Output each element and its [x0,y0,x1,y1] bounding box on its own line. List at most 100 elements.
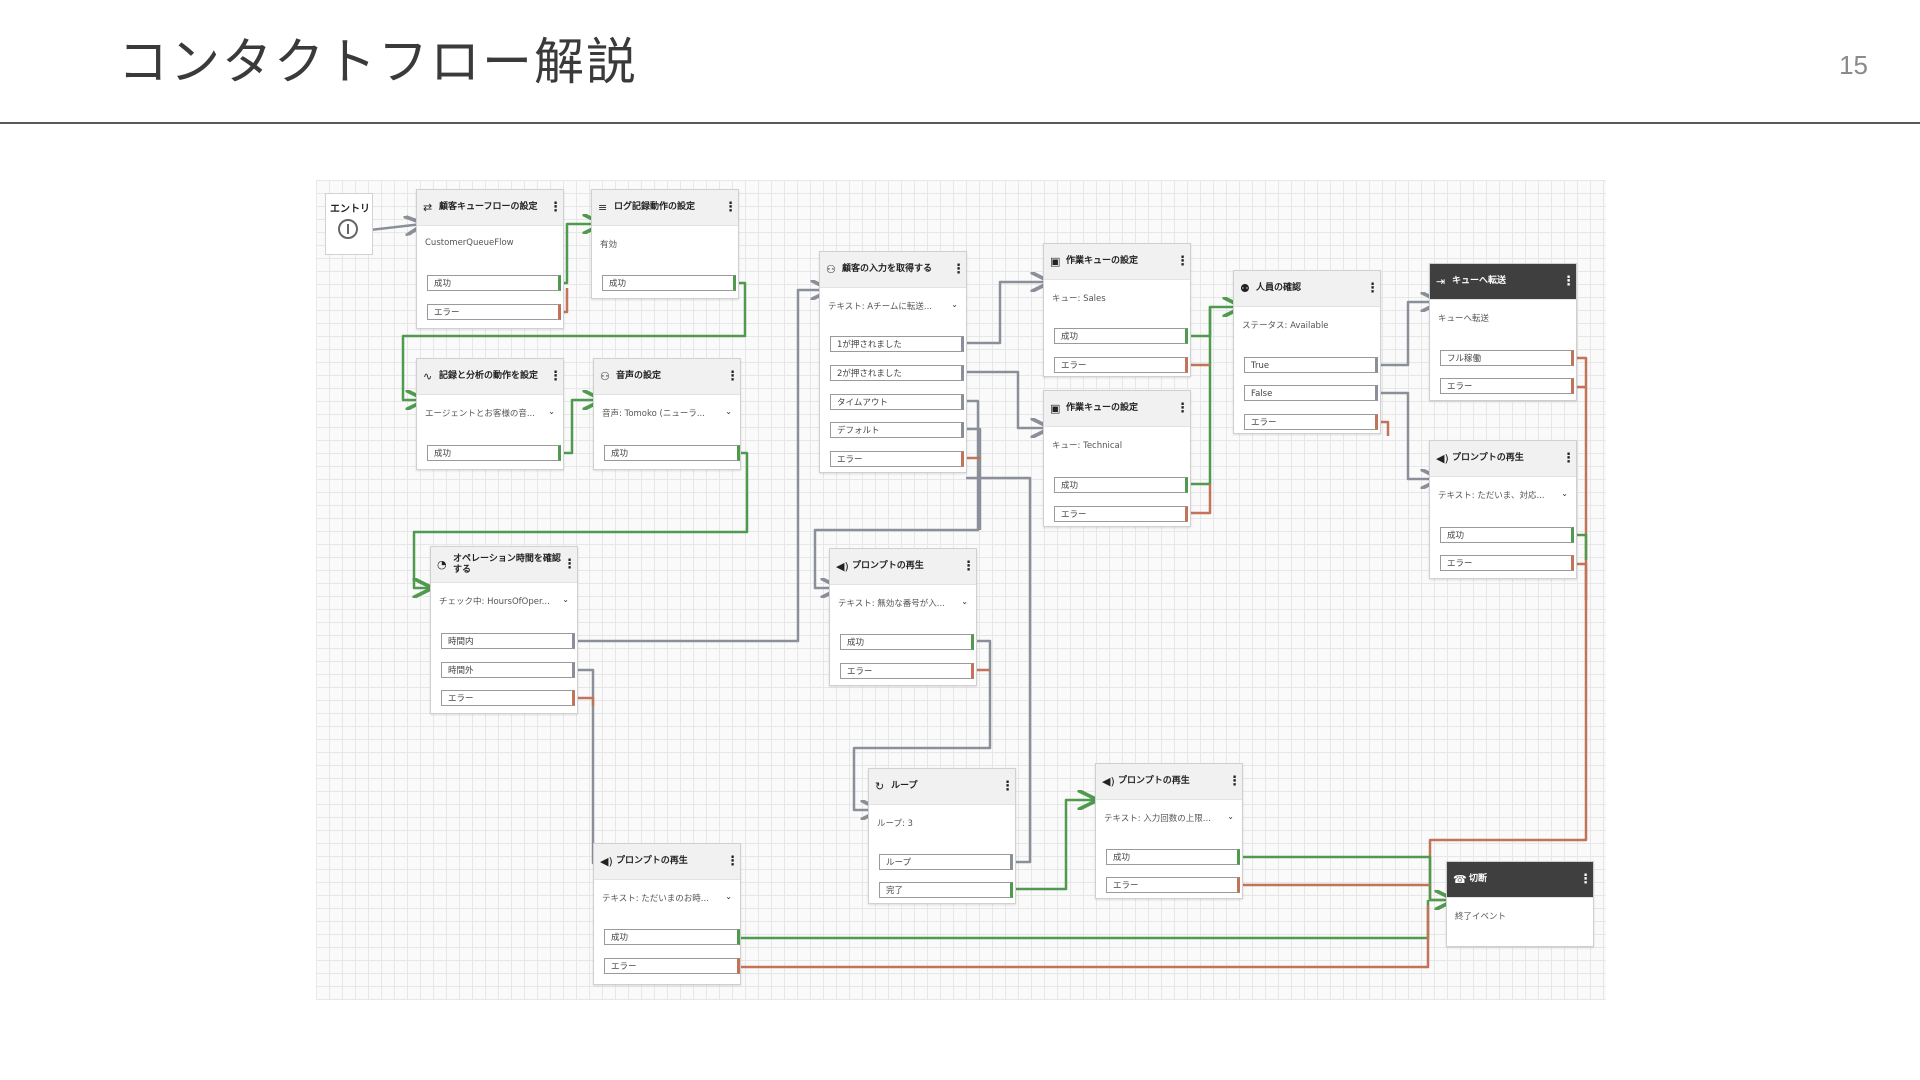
branch-success[interactable]: 成功 [427,275,561,291]
entry-label: エントリ [330,204,370,215]
branch-false[interactable]: False [1244,385,1378,401]
block-subtitle: テキスト: ただいまのお時... [602,894,709,904]
branch-in-hours[interactable]: 時間内 [441,633,575,649]
branch-error[interactable]: エラー [1440,555,1574,571]
block-play-prompt-closed[interactable]: ◀)プロンプトの再生⋮ テキスト: ただいまのお時...⌄ 成功 エラー [593,843,741,985]
block-title: プロンプトの再生 [1118,776,1190,786]
branch-timeout[interactable]: タイムアウト [830,394,964,410]
block-subtitle: キュー: Sales [1052,294,1106,304]
branch-pressed-1[interactable]: 1が押されました [830,336,964,352]
block-disconnect[interactable]: ☎切断⋮ 終了イベント [1446,861,1594,947]
chevron-down-icon[interactable]: ⌄ [1227,812,1234,821]
block-set-customer-queue-flow[interactable]: ⇄顧客キューフローの設定⋮ CustomerQueueFlow 成功 エラー [416,189,564,329]
block-title: ループ [891,781,918,791]
block-set-logging[interactable]: ≡ログ記録動作の設定⋮ 有効 成功 [591,189,739,299]
branch-error[interactable]: エラー [1244,414,1378,430]
branch-error[interactable]: エラー [1054,506,1188,522]
branch-error[interactable]: エラー [441,690,575,706]
speaker-icon: ◀) [836,560,849,573]
branch-error[interactable]: エラー [830,451,964,467]
chevron-down-icon[interactable]: ⌄ [725,892,732,901]
branch-success[interactable]: 成功 [840,634,974,650]
hangup-icon: ☎ [1453,873,1467,886]
block-title: プロンプトの再生 [616,856,688,866]
block-set-working-queue-technical[interactable]: ▣作業キューの設定⋮ キュー: Technical 成功 エラー [1043,390,1191,527]
block-subtitle: キューへ転送 [1438,314,1490,324]
kebab-menu-icon[interactable]: ⋮ [724,200,737,215]
kebab-menu-icon[interactable]: ⋮ [1176,401,1189,416]
block-title: プロンプトの再生 [852,561,924,571]
branch-error[interactable]: エラー [604,958,740,974]
voice-icon: ⚇ [600,370,610,383]
branch-true[interactable]: True [1244,357,1378,373]
block-title: 作業キューの設定 [1066,403,1139,413]
block-play-prompt-invalid[interactable]: ◀)プロンプトの再生⋮ テキスト: 無効な番号が入...⌄ 成功 エラー [829,548,977,686]
block-check-hours[interactable]: ◔オペレーション時間を確認する⋮ チェック中: HoursOfOper...⌄ … [430,546,578,714]
branch-at-capacity[interactable]: フル稼働 [1440,350,1574,366]
block-check-staffing[interactable]: ⚉人員の確認⋮ ステータス: Available True False エラー [1233,270,1381,434]
branch-error[interactable]: エラー [840,663,974,679]
branch-pressed-2[interactable]: 2が押されました [830,365,964,381]
branch-success[interactable]: 成功 [427,445,561,461]
kebab-menu-icon[interactable]: ⋮ [563,557,576,572]
branch-success[interactable]: 成功 [1054,477,1188,493]
branch-error[interactable]: エラー [1106,877,1240,893]
title-divider [0,122,1920,124]
chevron-down-icon[interactable]: ⌄ [961,597,968,606]
branch-success[interactable]: 成功 [602,275,736,291]
block-set-voice[interactable]: ⚇音声の設定⋮ 音声: Tomoko (ニューラ...⌄ 成功 [593,358,741,470]
entry-point[interactable]: エントリ [325,193,373,255]
branch-success[interactable]: 成功 [1440,527,1574,543]
block-title: キューへ転送 [1452,276,1507,286]
chevron-down-icon[interactable]: ⌄ [562,595,569,604]
branch-complete[interactable]: 完了 [879,882,1013,898]
block-subtitle: ループ: 3 [877,819,913,829]
block-play-prompt-busy[interactable]: ◀)プロンプトの再生⋮ テキスト: ただいま、対応...⌄ 成功 エラー [1429,440,1577,579]
kebab-menu-icon[interactable]: ⋮ [726,369,739,384]
chevron-down-icon[interactable]: ⌄ [725,407,732,416]
branch-error[interactable]: エラー [1440,378,1574,394]
chevron-down-icon[interactable]: ⌄ [548,407,555,416]
user-queue-icon: ⇄ [423,201,433,214]
kebab-menu-icon[interactable]: ⋮ [726,854,739,869]
input-icon: ⚇ [826,263,836,276]
branch-success[interactable]: 成功 [1054,328,1188,344]
kebab-menu-icon[interactable]: ⋮ [1562,451,1575,466]
block-title: プロンプトの再生 [1452,453,1524,463]
chevron-down-icon[interactable]: ⌄ [951,300,958,309]
branch-success[interactable]: 成功 [604,445,740,461]
block-get-customer-input[interactable]: ⚇顧客の入力を取得する⋮ テキスト: Aチームに転送...⌄ 1が押されました … [819,251,967,473]
waveform-icon: ∿ [423,370,433,383]
kebab-menu-icon[interactable]: ⋮ [549,369,562,384]
branch-error[interactable]: エラー [427,304,561,320]
chevron-down-icon[interactable]: ⌄ [1561,489,1568,498]
branch-success[interactable]: 成功 [1106,849,1240,865]
block-set-recording[interactable]: ∿記録と分析の動作を設定⋮ エージェントとお客様の音...⌄ 成功 [416,358,564,470]
kebab-menu-icon[interactable]: ⋮ [1001,779,1014,794]
kebab-menu-icon[interactable]: ⋮ [1176,254,1189,269]
block-transfer-to-queue[interactable]: ⇥ キューへ転送 ⋮ キューへ転送 フル稼働 エラー [1429,263,1577,401]
block-subtitle: 音声: Tomoko (ニューラ... [602,409,705,419]
block-subtitle: テキスト: 入力回数の上限... [1104,814,1211,824]
block-subtitle: キュー: Technical [1052,441,1123,451]
branch-loop[interactable]: ループ [879,854,1013,870]
kebab-menu-icon[interactable]: ⋮ [1579,872,1592,887]
kebab-menu-icon[interactable]: ⋮ [962,559,975,574]
block-set-working-queue-sales[interactable]: ▣作業キューの設定⋮ キュー: Sales 成功 エラー [1043,243,1191,377]
branch-default[interactable]: デフォルト [830,422,964,438]
branch-success[interactable]: 成功 [604,929,740,945]
kebab-menu-icon[interactable]: ⋮ [1228,774,1241,789]
block-play-prompt-limit[interactable]: ◀)プロンプトの再生⋮ テキスト: 入力回数の上限...⌄ 成功 エラー [1095,763,1243,899]
kebab-menu-icon[interactable]: ⋮ [549,200,562,215]
transfer-icon: ⇥ [1436,275,1446,288]
branch-out-of-hours[interactable]: 時間外 [441,662,575,678]
page-number: 15 [1839,50,1868,80]
clock-icon: ◔ [437,558,447,571]
entry-power-icon [338,219,358,239]
block-title: 作業キューの設定 [1066,256,1139,266]
branch-error[interactable]: エラー [1054,357,1188,373]
block-loop[interactable]: ↻ループ⋮ ループ: 3 ループ 完了 [868,768,1016,904]
kebab-menu-icon[interactable]: ⋮ [1366,281,1379,296]
kebab-menu-icon[interactable]: ⋮ [952,262,965,277]
kebab-menu-icon[interactable]: ⋮ [1562,274,1575,289]
